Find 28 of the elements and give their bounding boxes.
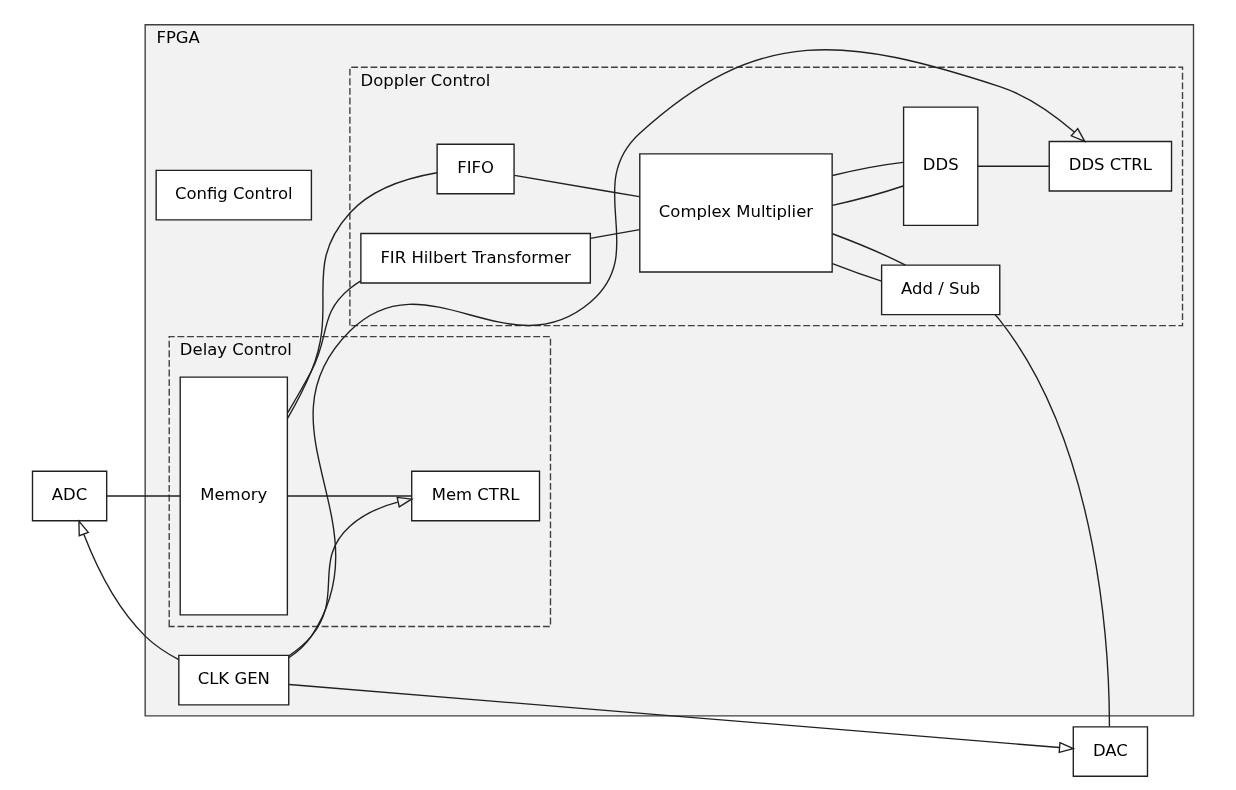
node-box: FIR Hilbert Transformer — [359, 232, 591, 284]
connector — [831, 185, 904, 207]
node-box: Complex Multiplier — [638, 153, 833, 273]
connector — [831, 262, 882, 282]
connector — [976, 165, 1050, 167]
node-box: Memory — [179, 376, 288, 616]
connector — [589, 228, 640, 240]
arrow — [287, 683, 1075, 754]
node-box: DDS — [902, 106, 978, 226]
node-box: DAC — [1072, 726, 1148, 777]
node-box: DDS CTRL — [1048, 140, 1172, 192]
node-box: Mem CTRL — [410, 470, 540, 522]
connector — [105, 495, 181, 497]
node-box: Config Control — [154, 169, 312, 221]
arrow — [287, 496, 414, 657]
node-box: FIFO — [435, 143, 515, 195]
arrow — [287, 49, 1086, 659]
node-box: Add / Sub — [880, 264, 1000, 316]
connector — [286, 495, 412, 497]
node-box: CLK GEN — [177, 654, 289, 706]
connector — [831, 233, 906, 266]
connector — [286, 280, 361, 414]
node-box: ADC — [31, 470, 107, 522]
connector — [513, 174, 640, 198]
connector — [994, 314, 1110, 728]
arrow — [77, 519, 179, 661]
connector — [286, 172, 438, 420]
connector — [831, 161, 904, 177]
